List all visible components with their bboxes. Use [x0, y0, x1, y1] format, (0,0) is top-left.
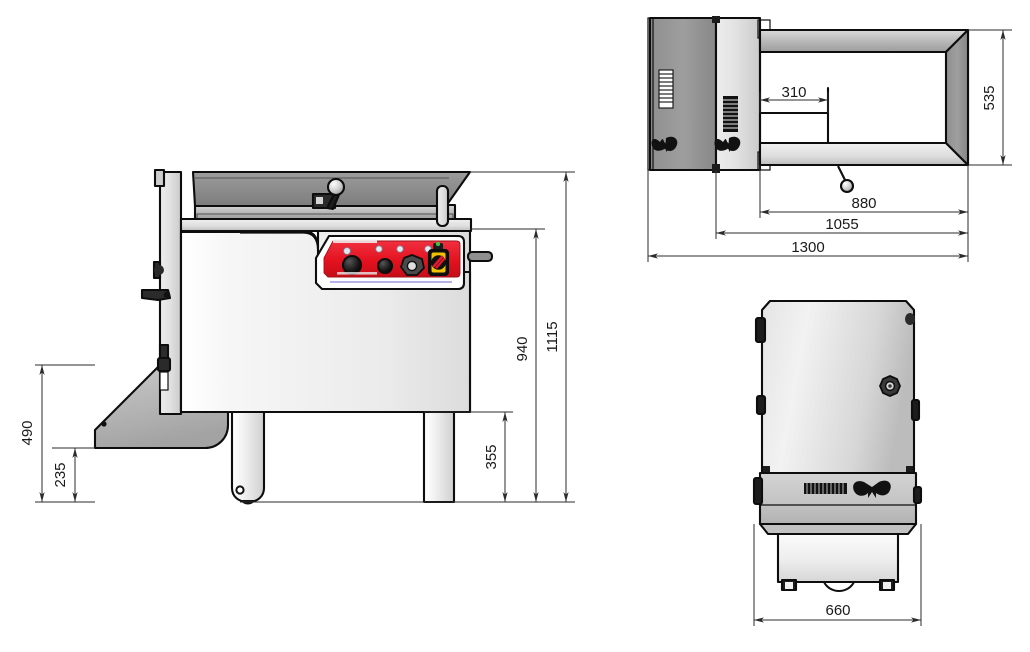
control-knob-1[interactable]	[341, 254, 363, 276]
butterfly-handle-light	[714, 136, 741, 152]
latch-knob[interactable]	[879, 375, 901, 397]
side-door-panel	[754, 299, 921, 476]
dim-1300: 1300	[791, 239, 824, 256]
side-base-cabinet	[776, 532, 900, 592]
hex-dial[interactable]	[399, 254, 425, 276]
dim-490: 490	[19, 420, 36, 445]
dim-940: 940	[514, 336, 531, 361]
indicator-lamp	[396, 245, 404, 253]
dim-310: 310	[781, 84, 806, 101]
crank-handle	[837, 165, 855, 194]
support-legs	[230, 410, 456, 505]
top-plan-view: 535 310 880 1055 130	[647, 16, 1012, 262]
dim-355: 355	[483, 444, 500, 469]
pusher-handle	[311, 177, 346, 211]
clamp-lever	[140, 288, 172, 302]
hinge-tab	[755, 394, 767, 416]
side-butterfly-handle	[853, 480, 891, 498]
power-switch[interactable]	[427, 241, 450, 277]
side-lower-band	[752, 471, 923, 536]
side-handle-stub	[466, 250, 494, 263]
panel-caption	[337, 272, 377, 275]
dim-1115: 1115	[544, 321, 561, 352]
leg-rear	[422, 410, 456, 504]
side-view-dimensions: 660	[753, 524, 922, 626]
side-elevation-view: 660	[752, 299, 923, 626]
front-elevation-view: 1115 940 355 490 235	[19, 168, 575, 505]
hinge-tab	[754, 316, 767, 344]
dim-535: 535	[981, 85, 998, 110]
vent-slots-light	[723, 96, 738, 132]
dim-235: 235	[52, 462, 69, 487]
side-vent-grille	[804, 483, 847, 494]
control-panel[interactable]	[314, 234, 466, 291]
column-hardware	[140, 260, 172, 361]
guard-post	[435, 184, 450, 228]
indicator-lamp	[343, 247, 351, 255]
plan-front-panel	[712, 16, 762, 173]
dim-660: 660	[825, 602, 850, 619]
control-knob-2[interactable]	[376, 257, 394, 275]
brand-label	[333, 239, 377, 243]
butterfly-handle-dark	[651, 136, 678, 152]
indicator-lamp	[375, 245, 383, 253]
dim-1055: 1055	[825, 216, 858, 233]
top-view-dimensions: 535 310 880 1055 130	[647, 29, 1012, 262]
vent-slots-dark	[658, 69, 674, 109]
dim-880: 880	[851, 195, 876, 212]
front-view-dimensions: 1115 940 355 490 235	[19, 171, 575, 503]
chute-hinge	[156, 356, 172, 391]
motor-housing	[647, 16, 718, 172]
